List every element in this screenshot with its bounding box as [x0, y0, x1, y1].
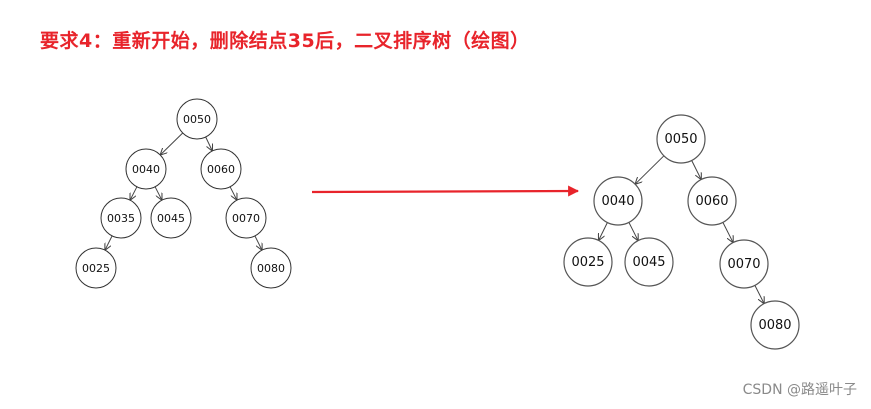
before-node-0070: 0070 [225, 197, 267, 239]
before-edge-b50-b60 [205, 136, 212, 151]
before-node-label: 0060 [207, 163, 235, 176]
after-node-label: 0060 [695, 194, 728, 209]
before-node-circle [100, 197, 142, 239]
before-node-0060: 0060 [200, 148, 242, 190]
page-title: 要求4：重新开始，删除结点35后，二叉排序树（绘图） [40, 30, 530, 52]
after-edge-a40-a45 [628, 222, 638, 240]
after-edge-a70-a80 [754, 285, 764, 303]
after-node-circle [624, 237, 674, 287]
before-node-label: 0070 [232, 212, 260, 225]
before-node-0080: 0080 [250, 247, 292, 289]
before-edge-b40-b45 [154, 186, 162, 200]
before-node-circle [250, 247, 292, 289]
after-node-0050: 0050 [656, 114, 706, 164]
after-node-0070: 0070 [719, 239, 769, 289]
after-node-label: 0070 [727, 257, 760, 272]
after-node-label: 0025 [571, 255, 604, 270]
after-edge-a60-a70 [722, 222, 733, 242]
after-node-0045: 0045 [624, 237, 674, 287]
before-node-label: 0045 [157, 212, 185, 225]
after-node-circle [593, 176, 643, 226]
after-node-label: 0050 [664, 132, 697, 147]
transition-arrow [311, 185, 580, 197]
before-node-0040: 0040 [125, 148, 167, 190]
after-node-0080: 0080 [750, 300, 800, 350]
after-edge-a40-a25 [599, 222, 608, 241]
after-node-0060: 0060 [687, 176, 737, 226]
after-node-label: 0045 [632, 255, 665, 270]
after-edge-a50-a60 [691, 160, 701, 180]
before-edge-b40-b35 [130, 186, 138, 200]
before-node-circle [125, 148, 167, 190]
after-node-0025: 0025 [563, 237, 613, 287]
after-node-circle [687, 176, 737, 226]
before-edge-b35-b25 [105, 235, 113, 250]
before-node-0025: 0025 [75, 247, 117, 289]
before-node-label: 0040 [132, 163, 160, 176]
before-node-circle [176, 98, 218, 140]
after-node-label: 0040 [601, 194, 634, 209]
after-node-circle [656, 114, 706, 164]
before-node-label: 0050 [183, 113, 211, 126]
before-node-label: 0025 [82, 262, 110, 275]
watermark: CSDN @路遥叶子 [742, 382, 857, 398]
before-node-label: 0080 [257, 262, 285, 275]
before-node-0045: 0045 [150, 197, 192, 239]
before-node-circle [200, 148, 242, 190]
before-node-circle [75, 247, 117, 289]
before-node-0035: 0035 [100, 197, 142, 239]
after-edge-a50-a40 [636, 155, 665, 184]
after-node-circle [563, 237, 613, 287]
before-edge-b70-b80 [254, 235, 262, 250]
before-node-circle [150, 197, 192, 239]
before-edge-b60-b70 [229, 186, 237, 200]
before-node-0050: 0050 [176, 98, 218, 140]
after-node-0040: 0040 [593, 176, 643, 226]
after-node-label: 0080 [758, 318, 791, 333]
before-edge-b50-b40 [161, 132, 184, 155]
after-node-circle [750, 300, 800, 350]
before-node-circle [225, 197, 267, 239]
before-node-label: 0035 [107, 212, 135, 225]
after-node-circle [719, 239, 769, 289]
